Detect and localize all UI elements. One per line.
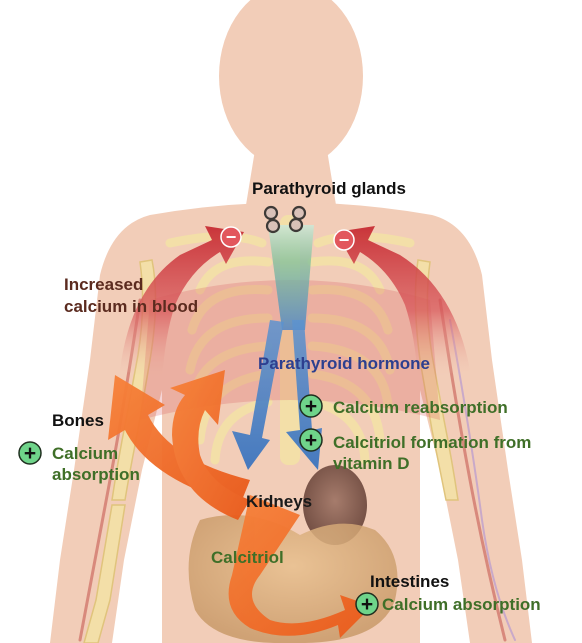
label-calcitriol-formation-line1: Calcitriol formation from [333,433,532,452]
plus-glyph-bones: + [24,442,36,465]
label-intestines-effect: Calcium absorption [382,595,541,614]
plus-glyph-intestines: + [361,593,373,616]
label-parathyroid-glands: Parathyroid glands [252,179,406,198]
label-calcitriol: Calcitriol [211,548,284,567]
label-kidneys: Kidneys [246,492,313,511]
plus-glyph-calcitriol-formation: + [305,429,317,452]
calcitriol-arrows [108,370,372,638]
label-parathyroid-hormone: Parathyroid hormone [258,354,430,373]
label-calcitriol-formation-line2: vitamin D [333,454,410,473]
label-increased-line2: calcium in blood [64,297,199,316]
minus-marker-right: − [333,229,355,251]
label-bones: Bones [52,411,104,430]
label-calcium-reabsorption: Calcium reabsorption [333,398,508,417]
label-increased-line1: Increased [64,275,144,294]
label-bones-effect-line2: absorption [52,465,140,484]
plus-marker-reabsorption: + [299,394,323,418]
plus-marker-bones: + [18,441,42,465]
plus-marker-intestines: + [355,592,379,616]
minus-glyph-right: − [339,230,350,250]
minus-glyph-left: − [226,227,237,247]
label-bones-effect-line1: Calcium [52,444,119,463]
negative-feedback-markers: − − [220,226,355,251]
plus-marker-calcitriol-formation: + [299,428,323,452]
plus-glyph-reabsorption: + [305,395,317,418]
parathyroid-gland-markers [263,205,307,234]
minus-marker-left: − [220,226,242,248]
label-intestines: Intestines [370,572,450,591]
positive-effect-markers: + + + + [18,394,379,616]
